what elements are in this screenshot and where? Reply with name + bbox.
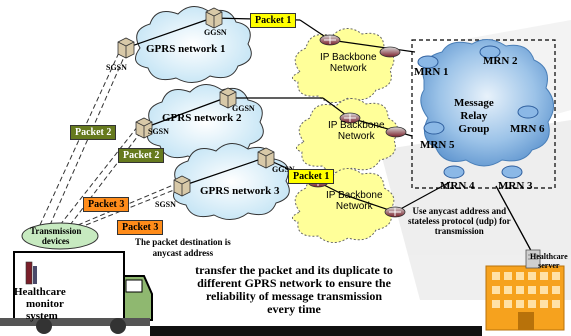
packet-2-tag-a: Packet 2 [70, 125, 117, 140]
relay-to-server-link [495, 185, 536, 259]
sgsn-device-3 [173, 175, 191, 197]
sgsn-1-label: SGSN [106, 63, 127, 72]
relay-line1: Message [454, 97, 494, 109]
relay-line2: Relay [460, 110, 488, 122]
udp-note-line3: transmission [434, 226, 484, 236]
caption-line2: different GPRS network to ensure the [197, 276, 391, 290]
anycast-note-line1: The packet destination is [135, 237, 231, 247]
anycast-note-line2: anycast address [152, 248, 214, 258]
backbone-3-line2: Network [335, 201, 373, 212]
gprs-network-3-label: GPRS network 3 [200, 185, 280, 197]
mrn-5-label: MRN 5 [420, 139, 455, 151]
mrn-4-label: MRN 4 [440, 180, 475, 192]
sgsn-device-1 [117, 37, 135, 59]
packet-1-tag-top: Packet 1 [250, 13, 297, 28]
backbone-3-line1: IP Backbone [326, 190, 383, 201]
router-icon-2 [339, 112, 361, 124]
caption-line3: reliability of message transmission [205, 289, 383, 303]
backbone-cloud-1 [292, 28, 395, 103]
transmission-devices-label: Transmission devices [30, 226, 81, 246]
sgsn-3-label: SGSN [155, 200, 176, 209]
mrn-node-6-icon [517, 105, 539, 119]
backbone-1-label: IP Backbone Network [320, 52, 377, 74]
packet-2-tag-b: Packet 2 [118, 148, 165, 163]
gprs-network-1-label: GPRS network 1 [146, 43, 226, 55]
relay-line3: Group [458, 123, 490, 135]
healthcare-server-line1: Healthcare [530, 252, 568, 261]
gprs-cloud-1 [135, 6, 252, 83]
mrn-node-4-icon [443, 165, 465, 179]
mrn-1-label: MRN 1 [414, 66, 449, 78]
transmission-devices-line2: devices [41, 236, 70, 246]
caption-line4: every time [267, 302, 321, 316]
packet-3-tag-a: Packet 3 [83, 197, 130, 212]
udp-note-line2: stateless protocol (udp) for [408, 216, 511, 226]
udp-note-line1: Use anycast address and [412, 206, 507, 216]
router-icon-5 [379, 46, 401, 58]
sgsn-2-label: SGSN [148, 127, 169, 136]
router-icon-6 [385, 126, 407, 138]
server-icon [525, 249, 541, 269]
healthcare-monitor-line1: Healthcare [14, 286, 66, 298]
mrn-node-2-icon [479, 45, 501, 59]
message-relay-group-label: Message Relay Group [454, 97, 494, 136]
sgsn-device-2 [135, 117, 153, 139]
mrn-node-1-icon [417, 55, 439, 69]
healthcare-server-label: Healthcare server [530, 252, 568, 270]
caption-line1: transfer the packet and its duplicate to [195, 263, 393, 277]
ambulance-truck [0, 251, 153, 334]
ggsn-device-3 [257, 147, 275, 169]
transmission-devices-ellipse [21, 222, 99, 250]
ggsn-device-2 [219, 87, 237, 109]
hospital-building [485, 265, 565, 331]
router-icon-1 [319, 34, 341, 46]
healthcare-server-line2: server [538, 261, 560, 270]
gprs-network-2-label: GPRS network 2 [162, 112, 242, 124]
backbone-3-label: IP Backbone Network [326, 190, 383, 212]
diagram-caption: transfer the packet and its duplicate to… [166, 264, 422, 316]
backbone-2-label: IP Backbone Network [328, 120, 385, 142]
bottom-bar [150, 326, 482, 336]
backbone-2-line2: Network [337, 131, 375, 142]
healthcare-monitor-label: Healthcare monitor system [14, 286, 66, 322]
healthcare-monitor-line2: monitor [26, 298, 64, 310]
backbone-1-line1: IP Backbone [320, 52, 377, 63]
relay-cloud [420, 39, 554, 167]
backbone-cloud-2 [296, 98, 399, 173]
ggsn-1-label: GGSN [204, 28, 227, 37]
ggsn-2-label: GGSN [232, 104, 255, 113]
mrn-6-label: MRN 6 [510, 123, 545, 135]
healthcare-monitor-line3: system [26, 310, 58, 322]
packet-3-tag-b: Packet 3 [117, 220, 164, 235]
ggsn-device-1 [205, 7, 223, 29]
anycast-note: The packet destination is anycast addres… [135, 237, 231, 259]
backbone-1-line2: Network [329, 63, 367, 74]
udp-note: Use anycast address and stateless protoc… [408, 206, 511, 236]
mrn-3-label: MRN 3 [498, 180, 533, 192]
mrn-2-label: MRN 2 [483, 55, 518, 67]
ggsn-3-label: GGSN [272, 165, 295, 174]
router-icon-4 [384, 206, 406, 218]
backbone-2-line1: IP Backbone [328, 120, 385, 131]
packet-1-tag-bottom: Packet 1 [288, 169, 335, 184]
mrn-node-3-icon [501, 165, 523, 179]
transmission-devices-line1: Transmission [30, 226, 82, 236]
mrn-node-5-icon [423, 121, 445, 135]
